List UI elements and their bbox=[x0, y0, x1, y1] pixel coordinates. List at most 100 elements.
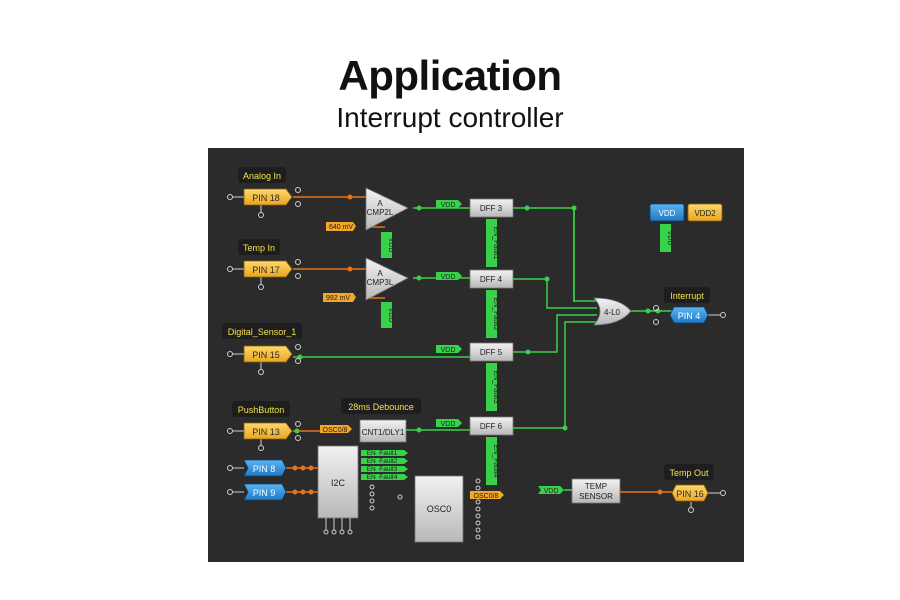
debounce-label: 28ms Debounce bbox=[341, 398, 421, 414]
dff-6[interactable]: DFF 6 bbox=[469, 416, 514, 436]
dff4-en-fault-tag: EN_Fault2 bbox=[486, 290, 499, 338]
dff-3[interactable]: DFF 3 bbox=[469, 198, 514, 218]
svg-text:Digital_Sensor_1: Digital_Sensor_1 bbox=[228, 327, 297, 337]
svg-text:CMP3L: CMP3L bbox=[367, 278, 394, 287]
vdd-vertical-tag: VDD bbox=[660, 224, 673, 252]
svg-text:PIN 8: PIN 8 bbox=[253, 464, 276, 474]
dff4-vdd-tag: VDD bbox=[436, 272, 462, 281]
svg-text:Temp Out: Temp Out bbox=[669, 468, 709, 478]
svg-text:OSC0: OSC0 bbox=[427, 504, 452, 514]
i2c-en-fault1-tag: EN_Fault1 bbox=[361, 450, 408, 457]
i2c-block[interactable]: I2C bbox=[317, 445, 359, 519]
svg-text:Interrupt: Interrupt bbox=[670, 291, 704, 301]
svg-text:992 mV: 992 mV bbox=[326, 295, 350, 302]
svg-text:VDD: VDD bbox=[544, 488, 559, 495]
dff-5[interactable]: DFF 5 bbox=[469, 342, 514, 362]
svg-text:VDD: VDD bbox=[441, 202, 456, 209]
pin-18[interactable]: PIN 18 bbox=[243, 188, 293, 206]
svg-text:VDD: VDD bbox=[666, 231, 673, 246]
pin-15[interactable]: PIN 15 bbox=[243, 345, 293, 363]
dff6-en-fault-tag: EN_Fault4 bbox=[486, 437, 499, 485]
pin-17[interactable]: PIN 17 bbox=[243, 260, 293, 278]
wire-dff6-lut bbox=[513, 321, 597, 429]
svg-text:PIN 15: PIN 15 bbox=[252, 350, 280, 360]
dff3-en-fault-tag: EN_Fault1 bbox=[486, 219, 499, 267]
osc0-block[interactable]: OSC0 bbox=[414, 475, 464, 543]
svg-text:Analog In: Analog In bbox=[243, 171, 281, 181]
svg-text:OSC0/8: OSC0/8 bbox=[323, 427, 348, 434]
svg-text:DFF 5: DFF 5 bbox=[480, 348, 503, 357]
pin-13[interactable]: PIN 13 bbox=[243, 422, 293, 440]
svg-text:PIN 17: PIN 17 bbox=[252, 265, 280, 275]
svg-text:PushButton: PushButton bbox=[238, 405, 285, 415]
interrupt-label: Interrupt bbox=[664, 287, 710, 303]
green-wire-dots bbox=[294, 205, 661, 434]
svg-text:A: A bbox=[377, 199, 383, 208]
comparator-cmp2l[interactable]: A CMP2L bbox=[365, 187, 409, 231]
vdd-block[interactable]: VDD bbox=[649, 203, 685, 222]
svg-text:EN_Fault3: EN_Fault3 bbox=[492, 370, 499, 403]
dff6-vdd-tag: VDD bbox=[436, 419, 462, 428]
svg-text:4-L0: 4-L0 bbox=[604, 308, 621, 317]
svg-text:VDD2: VDD2 bbox=[694, 209, 716, 218]
svg-text:DFF 4: DFF 4 bbox=[480, 275, 503, 284]
svg-text:VDD: VDD bbox=[659, 209, 676, 218]
svg-text:DFF 6: DFF 6 bbox=[480, 422, 503, 431]
svg-text:VDD: VDD bbox=[441, 347, 456, 354]
svg-text:VDD: VDD bbox=[387, 308, 394, 323]
pin-terminals bbox=[227, 187, 726, 513]
temp-out-label: Temp Out bbox=[664, 464, 714, 480]
wire-dff4-lut bbox=[513, 278, 597, 309]
svg-text:VDD: VDD bbox=[387, 238, 394, 253]
vref-640-tag: 640 mV bbox=[326, 222, 356, 231]
pin-4[interactable]: PIN 4 bbox=[669, 306, 709, 324]
svg-text:640 mV: 640 mV bbox=[329, 224, 353, 231]
svg-text:Temp In: Temp In bbox=[243, 243, 275, 253]
dff-4[interactable]: DFF 4 bbox=[469, 269, 514, 289]
svg-text:I2C: I2C bbox=[331, 478, 346, 488]
pin-9[interactable]: PIN 9 bbox=[243, 483, 287, 501]
dff3-vdd-tag: VDD bbox=[436, 200, 462, 209]
temp-sensor-vdd-tag: VDD bbox=[538, 486, 564, 495]
wire-dff3-lut bbox=[513, 207, 597, 302]
svg-text:SENSOR: SENSOR bbox=[579, 492, 613, 501]
svg-text:PIN 13: PIN 13 bbox=[252, 427, 280, 437]
cmp3-vdd-tag: VDD bbox=[381, 302, 394, 328]
vdd2-block[interactable]: VDD2 bbox=[687, 203, 723, 222]
svg-text:PIN 16: PIN 16 bbox=[676, 489, 704, 499]
svg-text:PIN 4: PIN 4 bbox=[678, 311, 701, 321]
svg-text:TEMP: TEMP bbox=[585, 482, 607, 491]
schematic-canvas: Analog In Temp In Digital_Sensor_1 PushB… bbox=[208, 148, 744, 562]
i2c-en-fault3-tag: EN_Fault3 bbox=[361, 466, 408, 473]
svg-text:OSC0/8: OSC0/8 bbox=[474, 493, 499, 500]
svg-text:DFF 3: DFF 3 bbox=[480, 204, 503, 213]
svg-text:CMP2L: CMP2L bbox=[367, 208, 394, 217]
schematic-svg: Analog In Temp In Digital_Sensor_1 PushB… bbox=[222, 167, 726, 543]
comparator-cmp3l[interactable]: A CMP3L bbox=[365, 257, 409, 301]
svg-text:EN_Fault2: EN_Fault2 bbox=[367, 458, 398, 465]
svg-text:28ms Debounce: 28ms Debounce bbox=[348, 402, 414, 412]
svg-text:EN_Fault1: EN_Fault1 bbox=[367, 450, 398, 457]
pin-16[interactable]: PIN 16 bbox=[671, 484, 709, 502]
pin-8[interactable]: PIN 8 bbox=[243, 459, 287, 477]
i2c-stubs bbox=[325, 518, 351, 530]
analog-in-label: Analog In bbox=[238, 167, 286, 183]
dff5-en-fault-tag: EN_Fault3 bbox=[486, 363, 499, 411]
temp-sensor-block[interactable]: TEMP SENSOR bbox=[571, 478, 621, 504]
temp-in-label: Temp In bbox=[238, 239, 280, 255]
svg-text:EN_Fault4: EN_Fault4 bbox=[492, 444, 499, 477]
page-title: Application bbox=[338, 52, 562, 99]
wire-dff5-lut bbox=[513, 314, 597, 353]
pushbutton-label: PushButton bbox=[232, 401, 290, 417]
digital-sensor-label: Digital_Sensor_1 bbox=[222, 323, 302, 339]
svg-text:PIN 18: PIN 18 bbox=[252, 193, 280, 203]
pin-stubs bbox=[233, 196, 720, 507]
i2c-en-fault2-tag: EN_Fault2 bbox=[361, 458, 408, 465]
svg-text:EN_Fault3: EN_Fault3 bbox=[367, 466, 398, 473]
cnt1-dly1-block[interactable]: CNT1/DLY1 bbox=[359, 419, 407, 443]
svg-text:VDD: VDD bbox=[441, 274, 456, 281]
lut-4-l0[interactable]: 4-L0 bbox=[593, 297, 632, 326]
svg-text:PIN 9: PIN 9 bbox=[253, 488, 276, 498]
osc8-tag-cnt: OSC0/8 bbox=[320, 425, 352, 434]
orange-wire-dots bbox=[292, 194, 663, 495]
